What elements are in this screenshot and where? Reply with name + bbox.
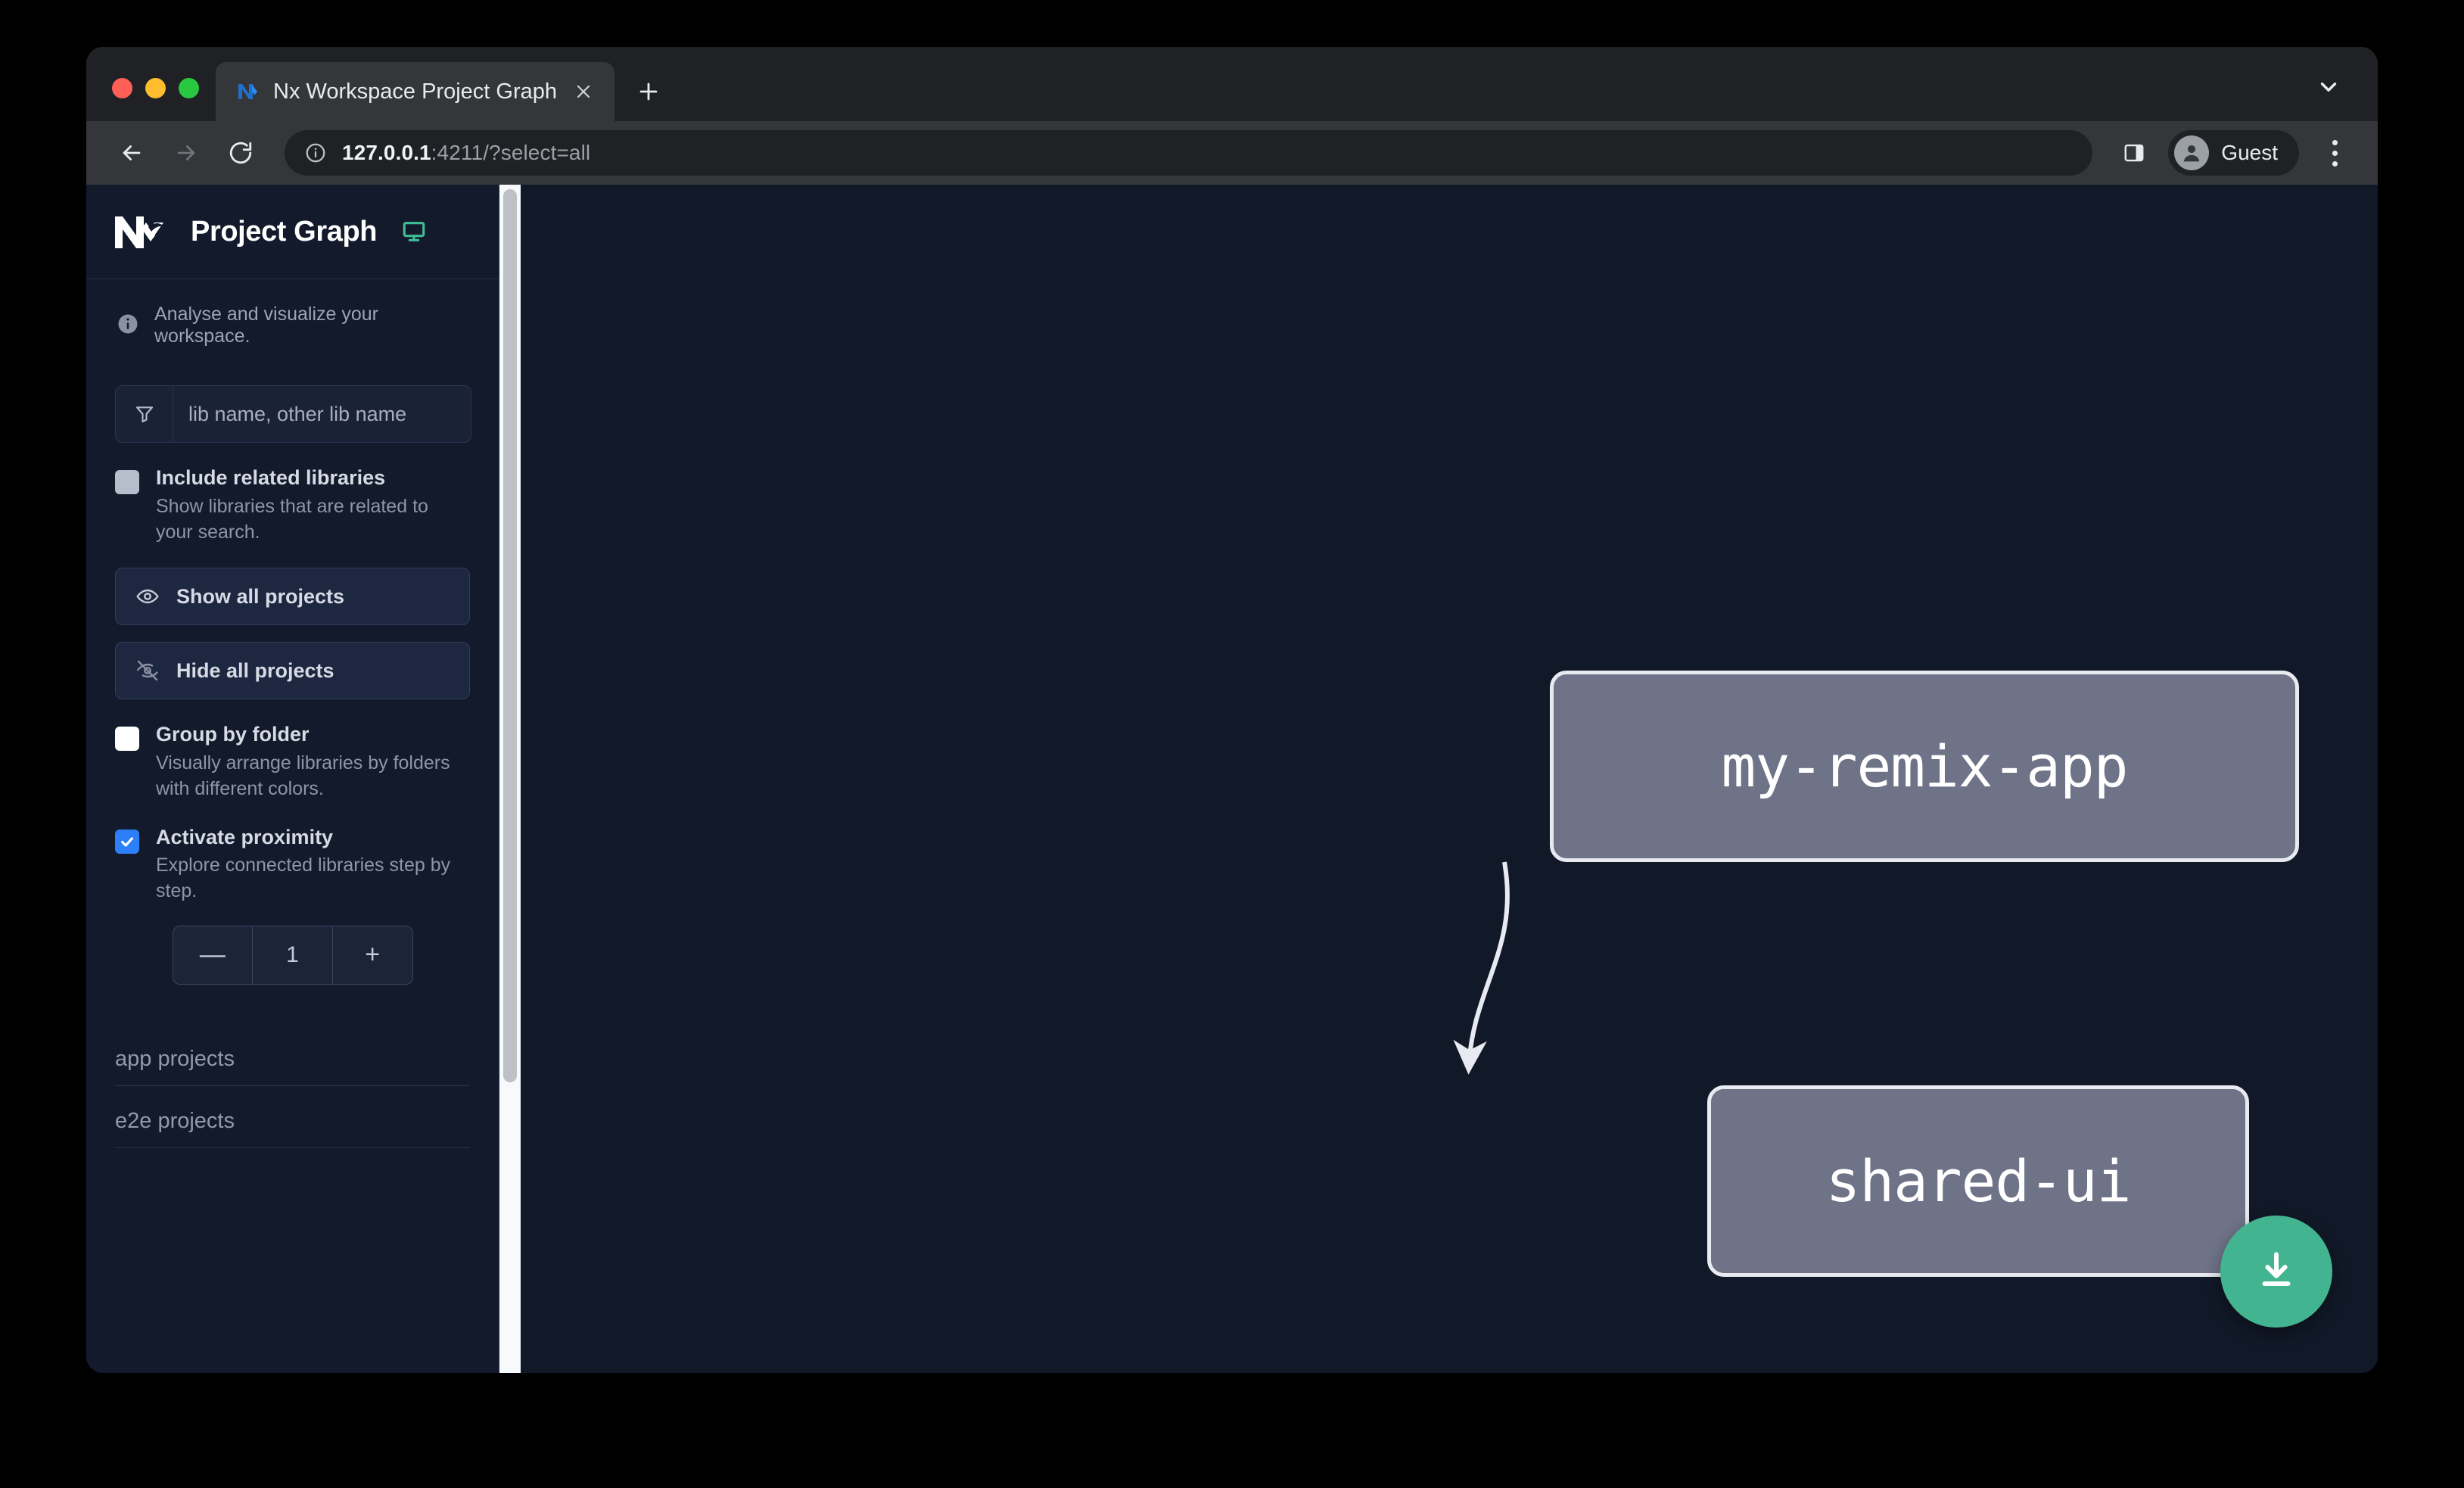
sidebar-scrollbar-track[interactable] <box>499 185 521 1373</box>
profile-chip[interactable]: Guest <box>2168 130 2299 176</box>
nx-logo-icon <box>112 212 171 251</box>
tab-title: Nx Workspace Project Graph <box>273 79 557 104</box>
kebab-menu-icon[interactable] <box>2313 129 2357 176</box>
graph-edge-my-remix-app-to-shared-ui <box>1453 861 1510 1075</box>
window-minimize-button[interactable] <box>145 78 166 98</box>
url-host: 127.0.0.1 <box>342 141 431 164</box>
download-graph-button[interactable] <box>2220 1216 2332 1328</box>
eye-off-icon <box>135 658 160 683</box>
proximity-stepper: — 1 + <box>172 925 413 985</box>
graph-node-shared-ui[interactable]: shared-ui <box>1707 1085 2249 1277</box>
option-include-related-libraries[interactable]: Include related libraries Show libraries… <box>86 443 499 545</box>
proximity-decrement-button[interactable]: — <box>199 940 226 970</box>
sidebar-sections: app projects e2e projects <box>86 1024 499 1148</box>
info-icon <box>117 313 139 339</box>
project-graph-canvas[interactable]: my-remix-app shared-ui <box>521 185 2378 1373</box>
profile-name: Guest <box>2221 141 2278 164</box>
search-input[interactable] <box>173 386 471 442</box>
show-all-projects-label: Show all projects <box>176 584 345 608</box>
graph-node-my-remix-app[interactable]: my-remix-app <box>1550 671 2299 862</box>
new-tab-button[interactable] <box>625 68 672 115</box>
side-panel-icon[interactable] <box>2111 129 2158 176</box>
hide-all-projects-button[interactable]: Hide all projects <box>115 642 470 700</box>
checkbox-include-related-libraries[interactable] <box>115 470 139 494</box>
browser-toolbar: 127.0.0.1:4211/?select=all Guest <box>86 121 2378 185</box>
info-circle-icon[interactable] <box>304 142 327 164</box>
proximity-increment-button[interactable]: + <box>365 940 381 970</box>
sidebar-section-app-projects[interactable]: app projects <box>115 1024 470 1086</box>
nx-favicon-icon <box>235 79 261 104</box>
sidebar-header: Project Graph <box>86 185 499 279</box>
close-icon[interactable] <box>569 77 598 106</box>
option-label: Group by folder <box>156 723 310 746</box>
option-group-by-folder[interactable]: Group by folder Visually arrange librari… <box>86 699 499 802</box>
address-bar-url: 127.0.0.1:4211/?select=all <box>342 141 590 165</box>
window-traffic-lights <box>86 78 216 121</box>
sidebar-scrollbar-thumb[interactable] <box>503 189 517 1082</box>
sidebar-blurb: Analyse and visualize your workspace. <box>86 279 499 369</box>
browser-tab[interactable]: Nx Workspace Project Graph <box>216 62 614 121</box>
monitor-icon[interactable] <box>401 219 427 244</box>
arrow-left-icon[interactable] <box>107 129 156 177</box>
browser-window: Nx Workspace Project Graph <box>86 47 2378 1373</box>
sidebar-section-e2e-projects[interactable]: e2e projects <box>115 1086 470 1148</box>
graph-edges <box>1453 861 1510 1075</box>
arrow-right-icon[interactable] <box>162 129 210 177</box>
account-circle-icon <box>2174 135 2210 170</box>
window-zoom-button[interactable] <box>179 78 199 98</box>
filter-box[interactable] <box>115 385 471 443</box>
graph-node-label: my-remix-app <box>1721 733 2128 800</box>
url-path: :4211/?select=all <box>431 141 591 164</box>
reload-icon[interactable] <box>216 129 265 177</box>
sidebar-action-buttons: Show all projects Hide all projects <box>86 545 499 700</box>
chevron-down-icon[interactable] <box>2302 61 2355 114</box>
option-label: Include related libraries <box>156 466 386 489</box>
page-title: Project Graph <box>191 215 378 247</box>
tab-strip: Nx Workspace Project Graph <box>86 47 2378 121</box>
funnel-filter-icon <box>116 386 173 442</box>
address-bar[interactable]: 127.0.0.1:4211/?select=all <box>285 130 2093 176</box>
page-viewport: Project Graph Analyse an <box>86 185 2378 1373</box>
option-label: Activate proximity <box>156 825 334 848</box>
window-close-button[interactable] <box>112 78 132 98</box>
option-description: Explore connected libraries step by step… <box>156 855 451 901</box>
eye-icon <box>135 584 160 609</box>
sidebar-blurb-text: Analyse and visualize your workspace. <box>154 304 378 347</box>
hide-all-projects-label: Hide all projects <box>176 658 334 682</box>
checkbox-group-by-folder[interactable] <box>115 727 139 752</box>
show-all-projects-button[interactable]: Show all projects <box>115 568 470 626</box>
download-icon <box>2253 1247 2300 1297</box>
proximity-value: 1 <box>252 926 333 984</box>
option-description: Show libraries that are related to your … <box>156 495 428 543</box>
graph-node-label: shared-ui <box>1825 1147 2132 1215</box>
option-activate-proximity[interactable]: Activate proximity Explore connected lib… <box>86 802 499 904</box>
option-description: Visually arrange libraries by folders wi… <box>156 752 450 799</box>
sidebar: Project Graph Analyse an <box>86 185 499 1373</box>
checkbox-activate-proximity[interactable] <box>115 829 139 854</box>
